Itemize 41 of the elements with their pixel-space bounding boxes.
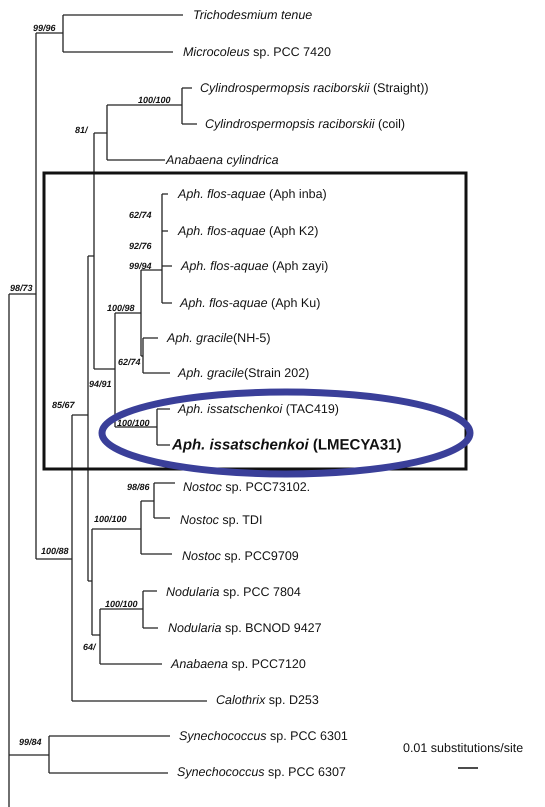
bootstrap-value: 85/67	[52, 400, 75, 410]
bootstrap-value: 100/100	[138, 94, 171, 106]
taxon-label: Nostoc sp. PCC9709	[182, 548, 299, 564]
taxon-label: Aph. flos-aquae (Aph zayi)	[181, 258, 328, 274]
taxon-label: Anabaena cylindrica	[166, 152, 279, 168]
bootstrap-value: 99/94	[129, 260, 152, 272]
taxon-label: Nodularia sp. BCNOD 9427	[168, 620, 322, 636]
bootstrap-value: 64/	[83, 642, 96, 652]
taxon-label: Synechococcus sp. PCC 6301	[179, 728, 348, 744]
taxon-label: Anabaena sp. PCC7120	[171, 656, 306, 672]
taxon-label: Microcoleus sp. PCC 7420	[183, 44, 331, 60]
bootstrap-value: 100/88	[41, 546, 69, 556]
taxon-label: Aph. gracile(NH-5)	[167, 330, 271, 346]
taxon-label: Nodularia sp. PCC 7804	[166, 584, 301, 600]
bootstrap-value: 100/100	[94, 514, 127, 524]
bootstrap-value: 98/73	[10, 282, 33, 294]
scale-label: 0.01 substitutions/site	[403, 740, 524, 756]
bootstrap-value: 99/84	[19, 736, 42, 748]
taxon-label: Calothrix sp. D253	[216, 692, 319, 708]
taxon-label: Aph. issatschenkoi (TAC419)	[178, 402, 339, 416]
taxon-label: Cylindrospermopsis raciborskii (Straight))	[200, 80, 429, 96]
taxon-label: Synechococcus sp. PCC 6307	[177, 764, 346, 780]
bootstrap-value: 62/74	[118, 356, 141, 368]
bootstrap-value: 100/98	[107, 302, 135, 314]
bootstrap-value: 81/	[75, 124, 88, 136]
taxon-label: Aph. gracile(Strain 202)	[178, 366, 310, 380]
taxon-label: Aph. issatschenkoi (LMECYA31)	[172, 436, 402, 454]
taxon-label: Aph. flos-aquae (Aph inba)	[178, 186, 327, 202]
taxon-label: Aph. flos-aquae (Aph Ku)	[180, 296, 320, 310]
bootstrap-value: 100/100	[105, 598, 138, 610]
taxon-label: Nostoc sp. TDI	[180, 512, 262, 528]
taxon-label: Nostoc sp. PCC73102.	[183, 480, 310, 494]
bootstrap-value: 98/86	[127, 482, 150, 492]
bootstrap-value: 99/96	[33, 22, 56, 34]
bootstrap-value: 100/100	[117, 418, 150, 428]
bootstrap-value: 94/91	[89, 378, 112, 390]
taxon-label: Cylindrospermopsis raciborskii (coil)	[205, 116, 406, 132]
taxon-label: Aph. flos-aquae (Aph K2)	[178, 224, 318, 238]
bootstrap-value: 62/74	[129, 210, 152, 220]
taxon-label: Trichodesmium tenue	[193, 8, 312, 22]
bootstrap-value: 92/76	[129, 240, 152, 252]
